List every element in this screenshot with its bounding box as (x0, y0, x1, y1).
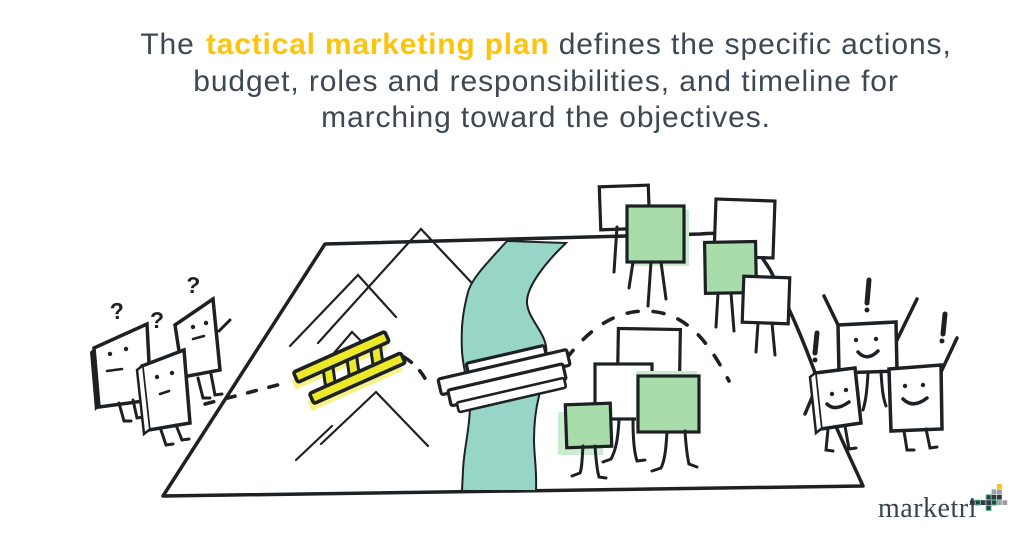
svg-text:?: ? (185, 272, 201, 299)
svg-text:?: ? (150, 307, 164, 333)
svg-text:?: ? (109, 297, 126, 324)
